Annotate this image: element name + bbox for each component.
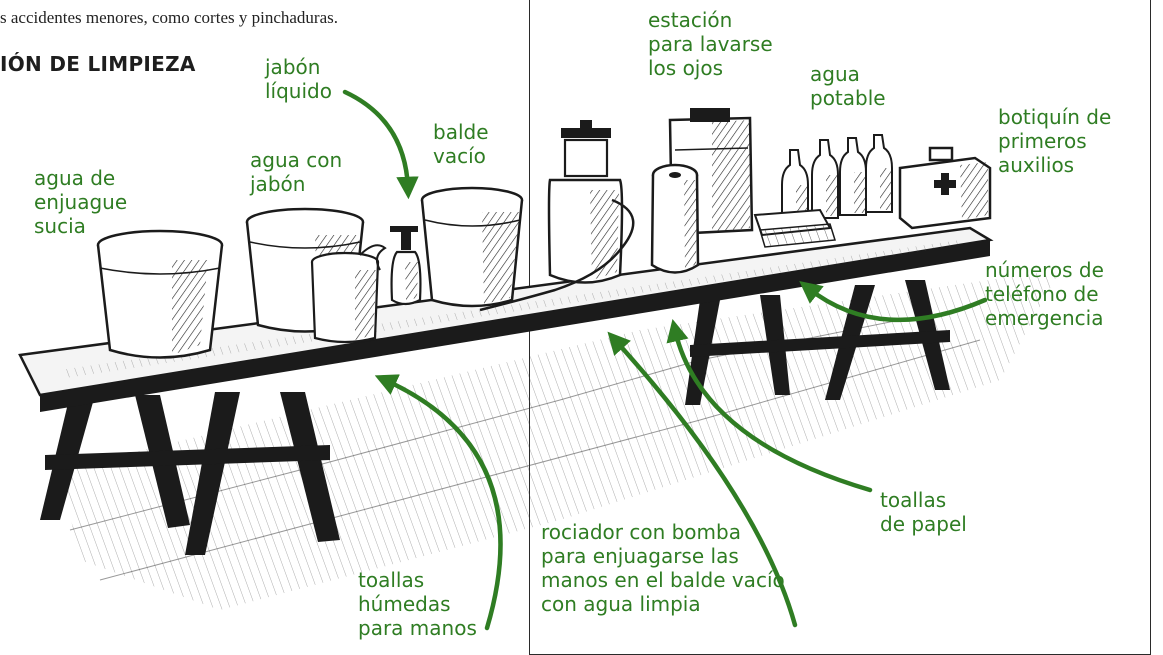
label-toallas-papel: toallas de papel <box>880 488 967 536</box>
intro-text: s accidentes menores, como cortes y pinc… <box>0 8 338 27</box>
label-line: toallas <box>880 488 947 512</box>
label-line: botiquín de <box>998 105 1112 129</box>
label-line: sucia <box>34 214 86 238</box>
empty-bucket <box>420 186 524 308</box>
label-line: líquido <box>265 79 332 103</box>
paper-towels-roll <box>650 163 700 274</box>
label-line: agua <box>810 62 860 86</box>
label-line: potable <box>810 86 886 110</box>
emergency-numbers-papers <box>753 208 836 248</box>
label-line: con agua limpia <box>541 592 701 616</box>
label-line: primeros <box>998 129 1087 153</box>
label-estacion-ojos: estación para lavarse los ojos <box>648 8 773 80</box>
label-line: balde <box>433 120 489 144</box>
liquid-soap-bottle <box>390 226 422 306</box>
wet-towels-container <box>310 244 387 344</box>
section-title: IÓN DE LIMPIEZA <box>0 52 196 76</box>
label-numeros-emergencia: números de teléfono de emergencia <box>985 258 1104 330</box>
label-line: de papel <box>880 512 967 536</box>
label-line: para manos <box>358 616 477 640</box>
label-line: emergencia <box>985 306 1104 330</box>
leader-arrows <box>342 89 988 631</box>
label-jabon-liquido: jabón líquido <box>265 55 332 103</box>
label-line: números de <box>985 258 1104 282</box>
label-agua-potable: agua potable <box>810 62 886 110</box>
label-line: húmedas <box>358 592 451 616</box>
label-line: vacío <box>433 144 486 168</box>
table-top <box>18 226 994 412</box>
label-line: enjuague <box>34 190 128 214</box>
label-line: para lavarse <box>648 32 773 56</box>
label-line: jabón <box>250 172 306 196</box>
right-border <box>1150 0 1151 655</box>
label-line: los ojos <box>648 56 724 80</box>
label-line: para enjuagarse las <box>541 544 739 568</box>
label-line: teléfono de <box>985 282 1099 306</box>
label-line: estación <box>648 8 733 32</box>
label-line: auxilios <box>998 153 1075 177</box>
pump-sprayer <box>479 120 635 312</box>
label-line: agua con <box>250 148 343 172</box>
label-line: agua de <box>34 166 116 190</box>
label-toallas-humedas: toallas húmedas para manos <box>358 568 477 640</box>
label-line: manos en el balde vacío <box>541 568 785 592</box>
label-rociador: rociador con bomba para enjuagarse las m… <box>541 520 785 616</box>
label-balde-vacio: balde vacío <box>433 120 489 168</box>
rinse-bucket <box>96 229 224 359</box>
label-line: jabón <box>265 55 321 79</box>
first-aid-kit <box>898 146 992 230</box>
label-line: rociador con bomba <box>541 520 741 544</box>
label-botiquin: botiquín de primeros auxilios <box>998 105 1111 177</box>
label-line: toallas <box>358 568 425 592</box>
label-agua-con-jabon: agua con jabón <box>250 148 342 196</box>
label-agua-enjuague-sucia: agua de enjuague sucia <box>34 166 127 238</box>
drinking-water-bottles <box>781 134 893 226</box>
